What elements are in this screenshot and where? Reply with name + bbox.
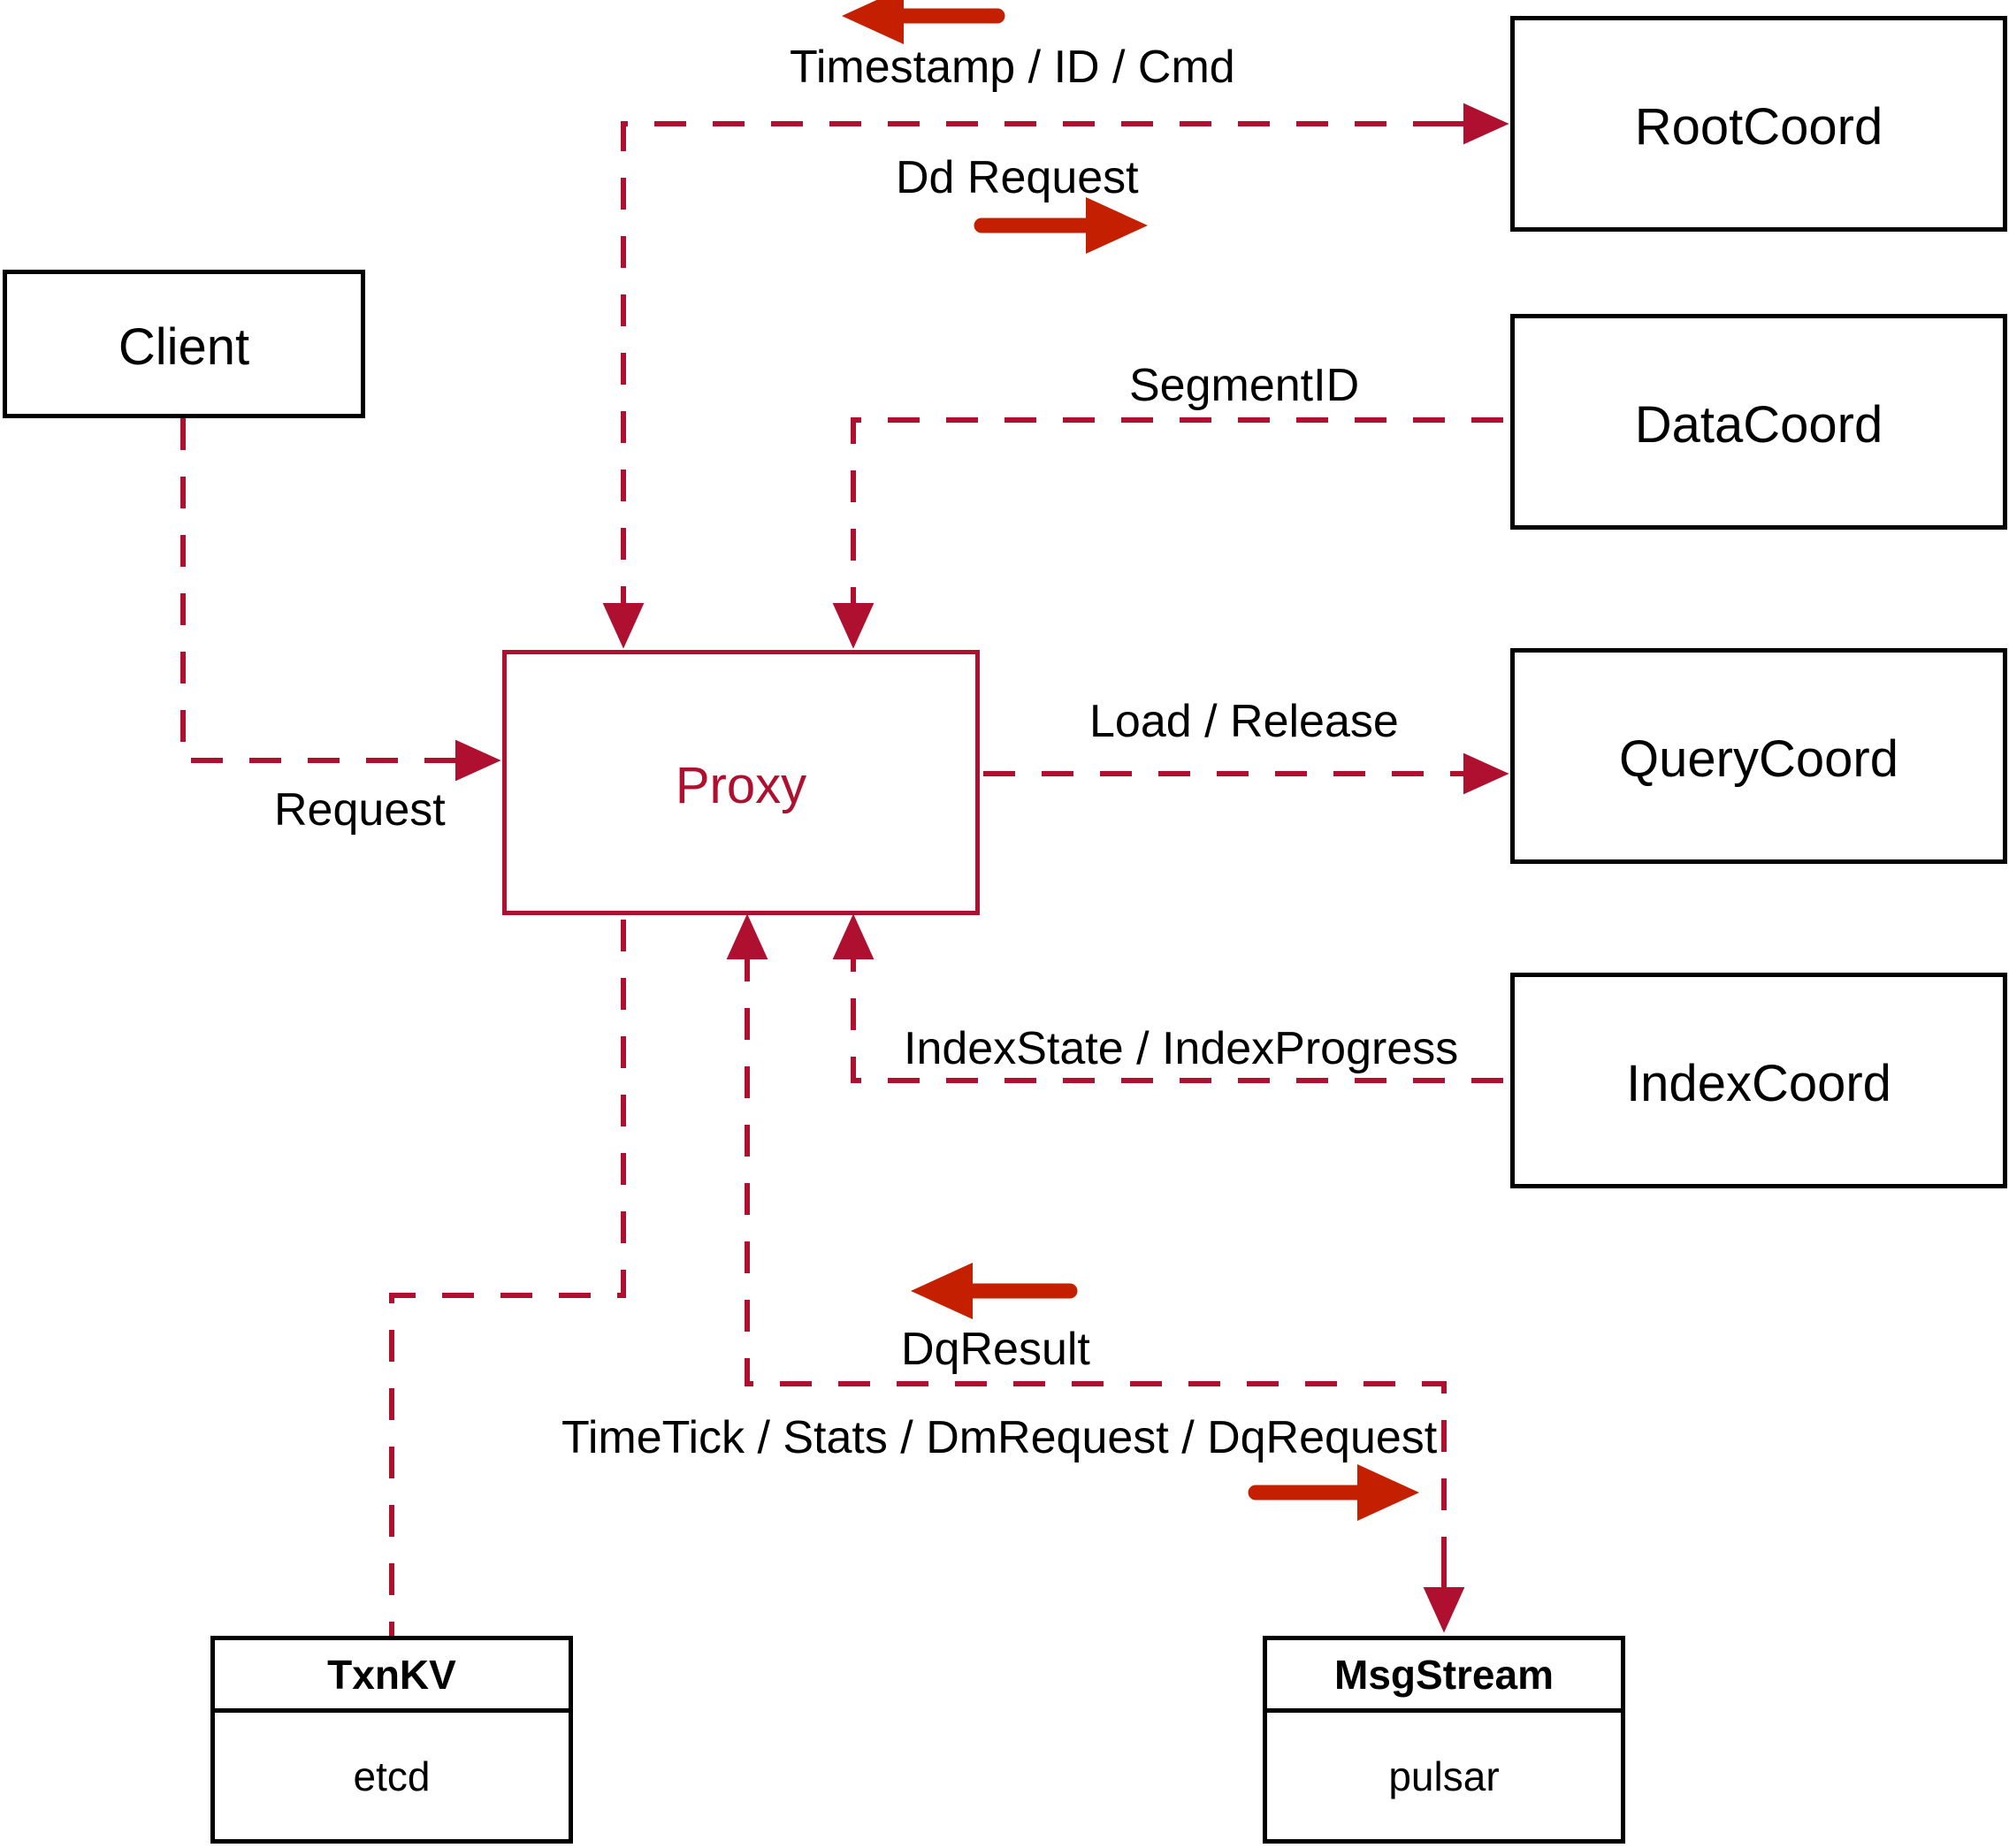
direction-arrow-dqresult-left <box>911 1263 1078 1319</box>
edge-label-timetick-stats-dmrequest-dqrequest: TimeTick / Stats / DmRequest / DqRequest <box>561 1412 1438 1463</box>
edge-proxy-msgstream <box>726 913 1447 1627</box>
node-msgstream[interactable]: MsgStream pulsar <box>1263 1636 1625 1844</box>
edge-label-indexstate-indexprogress: IndexState / IndexProgress <box>904 1023 1459 1074</box>
node-msgstream-title: MsgStream <box>1267 1640 1621 1713</box>
node-rootcoord-label: RootCoord <box>1634 98 1883 156</box>
node-txnkv[interactable]: TxnKV etcd <box>210 1636 573 1844</box>
edge-datacoord-to-proxy <box>832 417 1503 649</box>
node-msgstream-subtitle: pulsar <box>1388 1753 1500 1799</box>
edge-indexcoord-to-proxy <box>832 913 1503 1083</box>
node-txnkv-subtitle: etcd <box>353 1753 431 1799</box>
node-indexcoord-label: IndexCoord <box>1626 1055 1891 1112</box>
node-indexcoord[interactable]: IndexCoord <box>1510 973 2007 1188</box>
node-client-label: Client <box>118 318 250 376</box>
direction-arrow-dd-request-right <box>974 197 1148 254</box>
edge-proxy-to-txnkv <box>389 920 626 1636</box>
edge-proxy-rootcoord <box>602 121 1503 649</box>
direction-arrow-dmrequest-right <box>1248 1464 1419 1521</box>
edge-client-to-proxy <box>180 418 501 782</box>
edge-label-dqresult: DqResult <box>901 1324 1090 1375</box>
edge-label-segmentid: SegmentID <box>1129 360 1360 411</box>
node-querycoord-label: QueryCoord <box>1619 730 1898 788</box>
node-datacoord[interactable]: DataCoord <box>1510 314 2007 530</box>
node-txnkv-title: TxnKV <box>215 1640 569 1713</box>
edge-label-timestamp-id-cmd: Timestamp / ID / Cmd <box>790 42 1235 93</box>
node-rootcoord[interactable]: RootCoord <box>1510 16 2007 232</box>
node-datacoord-label: DataCoord <box>1634 396 1883 454</box>
node-proxy-label: Proxy <box>675 757 807 814</box>
direction-arrow-timestamp-left <box>842 0 1005 44</box>
edge-label-load-release: Load / Release <box>1089 696 1399 747</box>
node-proxy[interactable]: Proxy <box>502 650 980 915</box>
edge-label-request: Request <box>274 784 446 836</box>
edge-label-dd-request: Dd Request <box>896 152 1139 203</box>
node-querycoord[interactable]: QueryCoord <box>1510 648 2007 864</box>
node-client[interactable]: Client <box>3 270 365 418</box>
